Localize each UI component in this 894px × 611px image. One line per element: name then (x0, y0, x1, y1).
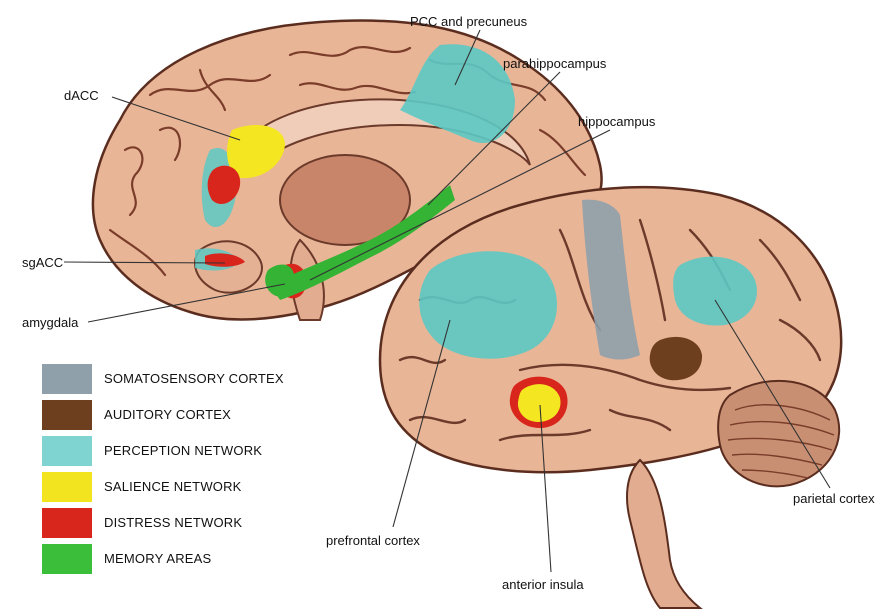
label-dacc: dACC (64, 88, 99, 103)
legend-item-somatosensory: SOMATOSENSORY CORTEX (42, 364, 342, 400)
legend: SOMATOSENSORY CORTEX AUDITORY CORTEX PER… (42, 364, 342, 580)
label-hippocampus: hippocampus (578, 114, 656, 129)
legend-label: DISTRESS NETWORK (104, 515, 242, 530)
label-sgacc: sgACC (22, 255, 63, 270)
legend-swatch (42, 436, 92, 466)
legend-item-salience: SALIENCE NETWORK (42, 472, 342, 508)
legend-label: SOMATOSENSORY CORTEX (104, 371, 284, 386)
label-pcc: PCC and precuneus (410, 14, 528, 29)
lateral-brainstem (627, 460, 700, 608)
cerebellum (718, 381, 839, 486)
legend-swatch (42, 472, 92, 502)
legend-label: PERCEPTION NETWORK (104, 443, 262, 458)
legend-item-perception: PERCEPTION NETWORK (42, 436, 342, 472)
insula-salience-region (518, 384, 561, 422)
legend-swatch (42, 364, 92, 394)
legend-swatch (42, 544, 92, 574)
label-amygdala: amygdala (22, 315, 79, 330)
legend-item-memory: MEMORY AREAS (42, 544, 342, 580)
legend-swatch (42, 400, 92, 430)
legend-swatch (42, 508, 92, 538)
legend-label: SALIENCE NETWORK (104, 479, 242, 494)
legend-item-distress: DISTRESS NETWORK (42, 508, 342, 544)
lateral-brain (380, 187, 841, 608)
label-parietal: parietal cortex (793, 491, 875, 506)
legend-label: AUDITORY CORTEX (104, 407, 231, 422)
auditory-region (650, 337, 702, 380)
label-insula: anterior insula (502, 577, 584, 592)
parietal-perception-region (673, 257, 757, 326)
label-parahippocampus: parahippocampus (503, 56, 607, 71)
prefrontal-perception-region (419, 251, 557, 358)
legend-label: MEMORY AREAS (104, 551, 211, 566)
legend-item-auditory: AUDITORY CORTEX (42, 400, 342, 436)
